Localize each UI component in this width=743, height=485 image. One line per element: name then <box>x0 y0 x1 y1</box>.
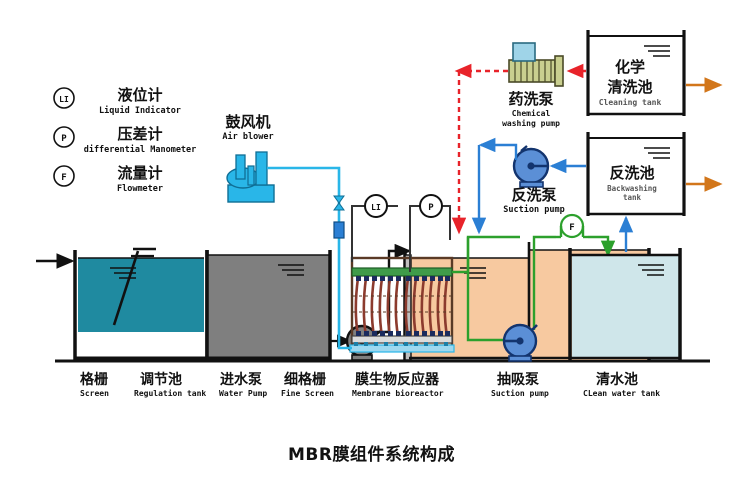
regulation-tank-body <box>207 255 330 358</box>
membrane-fiber-bundle <box>353 276 451 337</box>
permeate-down-to-pump <box>466 237 505 342</box>
label-cn-0: 格栅 <box>80 371 108 388</box>
water-pump-base <box>351 354 373 361</box>
fiber-potting-nodes <box>356 276 450 336</box>
clean-water-level-marks <box>638 264 664 276</box>
backwash-pump-label-en: Suction pump <box>503 204 564 215</box>
backwash-pump <box>512 145 550 188</box>
legend-symbol-0: LI <box>59 95 69 104</box>
pump-discharge-to-flowmeter <box>532 235 556 330</box>
screen-tank <box>73 247 209 360</box>
air-valve-block <box>333 221 345 239</box>
legend-symbol-2: F <box>61 173 66 183</box>
backwash-pump-label-cn: 反洗泵 <box>511 186 556 204</box>
regulation-water-level-marks <box>278 264 304 276</box>
chemical-pump-tank <box>512 42 536 62</box>
legend-cn-0: 液位计 <box>117 86 162 104</box>
legend-symbol-1: P <box>61 134 67 144</box>
label-cn-4: 膜生物反应器 <box>355 371 440 388</box>
air-valve-check <box>333 195 345 211</box>
backwash-tank: 反洗池 Backwashing tank <box>586 132 686 216</box>
legend-en-1: differential Manometer <box>84 144 197 155</box>
chemical-washing-pump <box>508 42 564 87</box>
gauge-symbol-0: LI <box>371 203 381 212</box>
legend-en-0: Liquid Indicator <box>99 105 181 116</box>
legend-group: LI 液位计 Liquid Indicator P 压差计 differenti… <box>53 86 197 194</box>
chemical-pump-label-en1: Chemical <box>512 108 551 118</box>
legend-cn-1: 压差计 <box>117 125 162 143</box>
air-blower <box>226 151 275 203</box>
cleaning-tank-cn2: 清洗池 <box>607 78 652 96</box>
backwash-pump-base <box>519 181 544 188</box>
label-en-3: Fine Screen <box>281 388 334 398</box>
chemical-dosing-line <box>451 63 586 235</box>
label-en-6: CLean water tank <box>583 389 660 398</box>
label-cn-5: 抽吸泵 <box>497 371 539 388</box>
label-cn-2: 进水泵 <box>220 371 262 388</box>
clean-water-tank <box>568 248 682 360</box>
label-en-0: Screen <box>80 389 109 398</box>
backwash-supply-line <box>471 137 586 235</box>
label-en-2: Water Pump <box>219 389 267 398</box>
blower-base <box>227 184 275 203</box>
chemical-pump-motor <box>554 55 564 87</box>
gauge-symbol-1: P <box>428 203 434 213</box>
legend-en-2: Flowmeter <box>117 184 163 194</box>
gauge-group: LI P <box>351 194 451 272</box>
aeration-diffuser <box>349 344 455 353</box>
backwash-tank-level-marks <box>644 147 670 159</box>
regulation-tank <box>205 250 332 360</box>
gauge-symbol-2: F <box>569 223 574 233</box>
chemical-pump-label-cn: 药洗泵 <box>508 90 553 108</box>
backwash-tank-en2: tank <box>623 193 642 202</box>
backwash-tank-en1: Backwashing <box>607 184 657 193</box>
screen-tank-water <box>78 258 204 332</box>
bar-screen-rake <box>112 250 140 326</box>
label-cn-1: 调节池 <box>140 371 182 388</box>
blower-motor <box>255 151 268 186</box>
module-bottom-rail <box>351 335 453 344</box>
cleaning-tank-level-marks <box>644 45 670 57</box>
screen-water-level-marks <box>110 267 136 279</box>
legend-cn-2: 流量计 <box>117 164 162 182</box>
cleaning-tank-en: Cleaning tank <box>599 97 662 107</box>
backwash-tank-cn: 反洗池 <box>609 164 654 182</box>
chemical-pump-label-en2: washing pump <box>502 118 560 128</box>
legend-level-indicator-icon <box>53 87 75 109</box>
chemical-pump-fins <box>514 60 552 82</box>
page-title: MBR膜组件系统构成 <box>288 445 455 465</box>
air-blower-label-cn: 鼓风机 <box>225 113 270 131</box>
suction-pump <box>502 323 538 362</box>
air-supply-pipe <box>267 166 352 350</box>
label-cn-3: 细格栅 <box>284 371 326 388</box>
diffuser-nozzles <box>354 342 448 346</box>
legend-flowmeter-icon <box>53 165 75 187</box>
clean-water-body <box>572 255 680 358</box>
label-en-1: Regulation tank <box>134 388 206 398</box>
permeate-header-top <box>351 267 453 277</box>
flowmeter-to-clean-tank <box>588 235 616 258</box>
gauge-level-indicator <box>364 194 388 218</box>
gauge-pressure <box>419 194 443 218</box>
air-blower-label-en: Air blower <box>222 131 273 142</box>
membrane-module <box>349 256 455 353</box>
permeate-piping <box>452 235 616 342</box>
chemical-pump-body <box>508 59 556 83</box>
bottom-labels: 格栅 Screen 调节池 Regulation tank 进水泵 Water … <box>80 371 660 398</box>
legend-manometer-icon <box>53 126 75 148</box>
blower-inlet <box>235 154 246 180</box>
label-cn-6: 清水池 <box>596 371 638 388</box>
label-en-5: Suction pump <box>491 388 549 398</box>
cleaning-tank-cn1: 化学 <box>615 58 645 76</box>
cleaning-tank: 化学 清洗池 Cleaning tank <box>586 30 686 116</box>
suction-pump-base <box>508 355 532 362</box>
label-en-4: Membrane bioreactor <box>352 388 444 398</box>
